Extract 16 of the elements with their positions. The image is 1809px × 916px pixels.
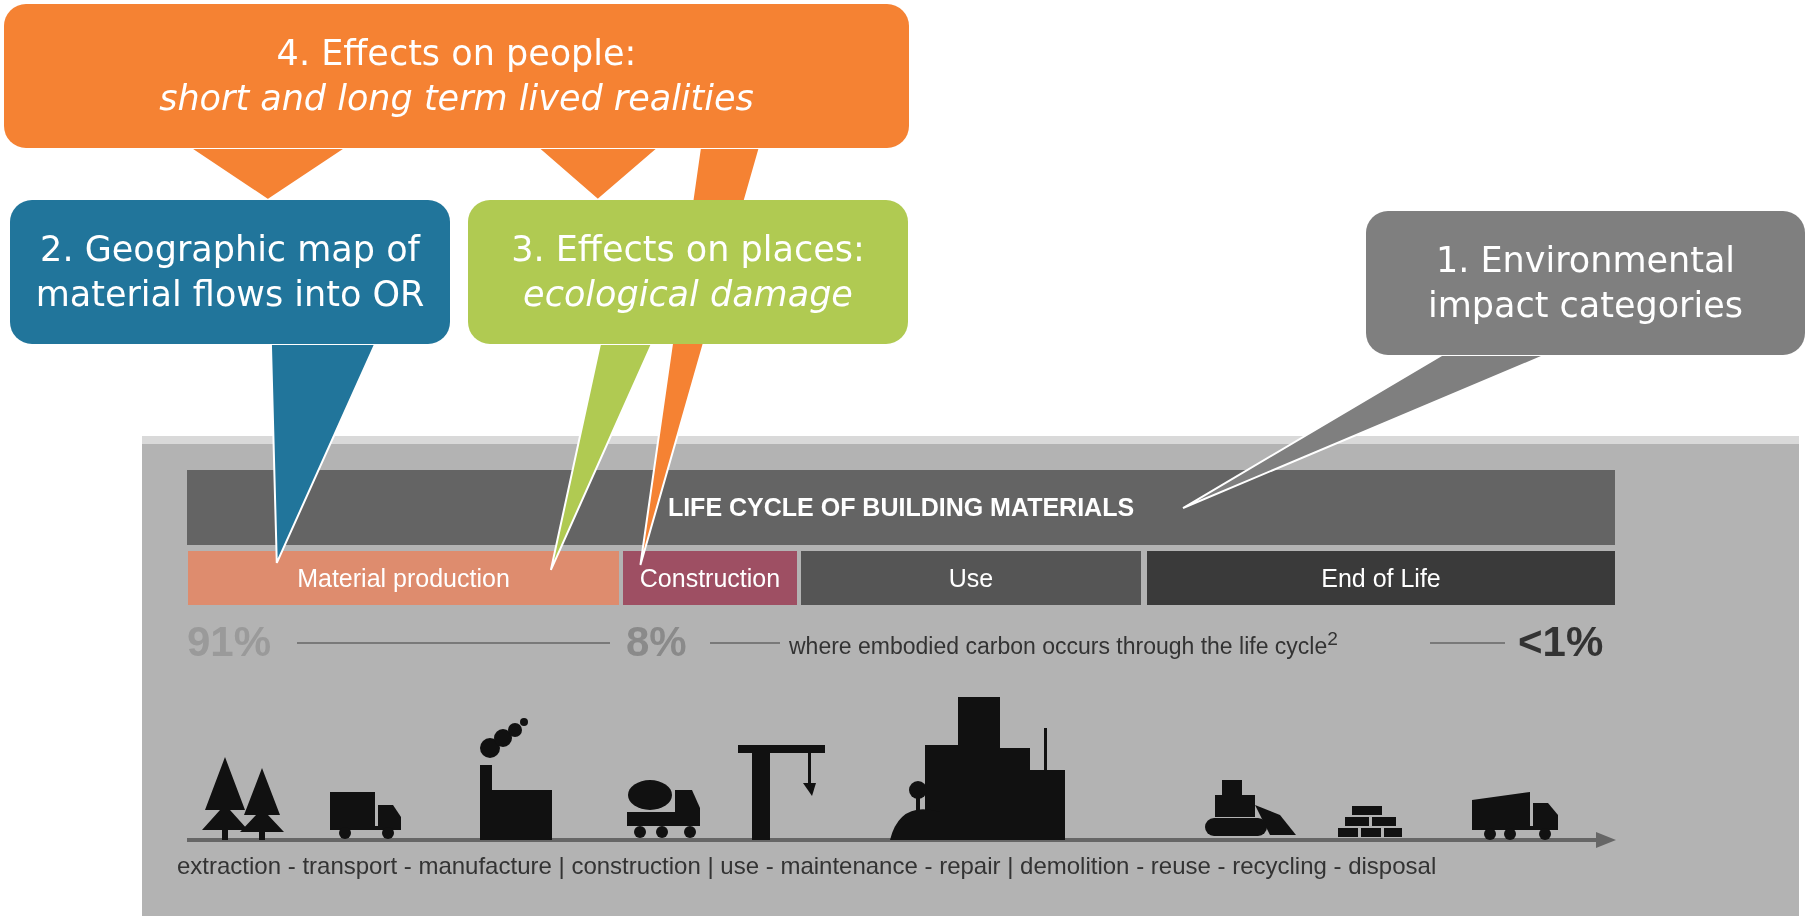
callout-subtitle: ecological damage [523,273,853,316]
speech-bubble: 1. Environmental impact categories [1366,211,1805,355]
percentage-label: <1% [1518,618,1604,666]
phase-bar: Material production [188,551,619,605]
phase-bar: End of Life [1147,551,1615,605]
speech-bubble-tail [269,343,377,564]
phase-bar: Construction [623,551,797,605]
speech-bubble-tail [639,147,761,567]
phase-bar: Use [801,551,1141,605]
stage-list: extraction - transport - manufacture | construction | use - maintenance - repair | demolition - reuse - recycling - disposal [177,852,1437,880]
title-bar: LIFE CYCLE OF BUILDING MATERIALS [187,470,1615,545]
callout-subtitle: short and long term lived realities [159,77,754,120]
speech-bubble-tail [549,343,654,571]
callout-heading: 4. Effects on people: [276,31,637,75]
chart-caption: where embodied carbon occurs through the life cycle$^{2}$ [789,628,1338,660]
callout-heading: 3. Effects on places: [511,227,865,271]
